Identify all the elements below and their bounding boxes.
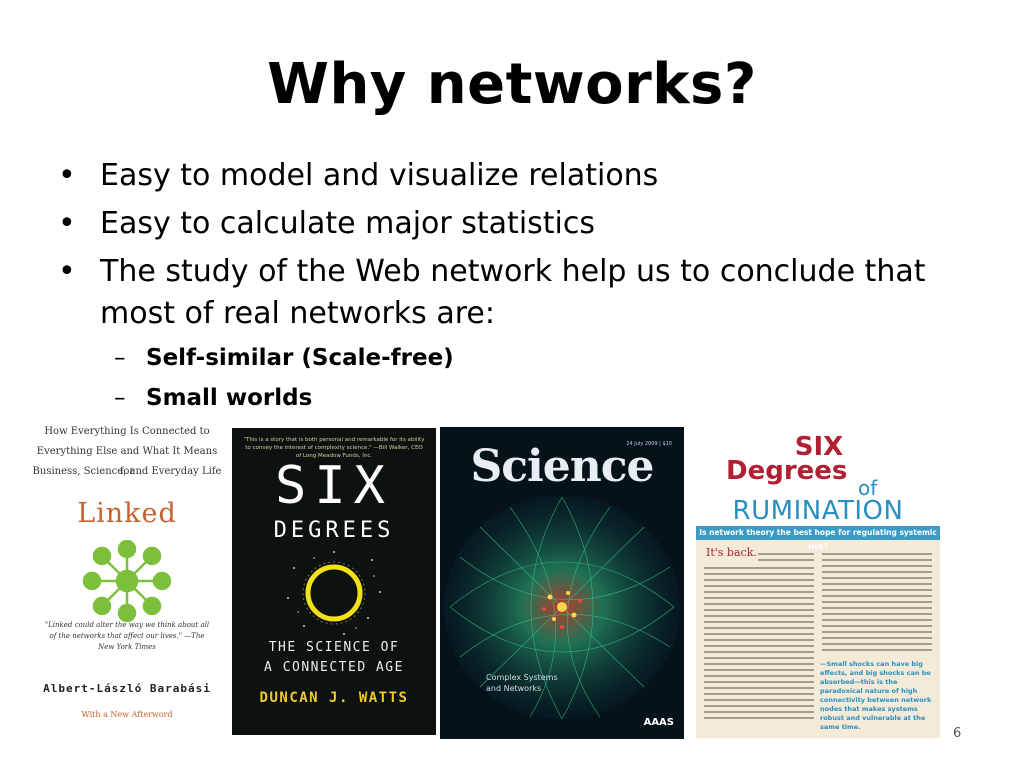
six-degrees-title: SIX [275,456,393,516]
rumination-lede: It's back. [706,546,757,559]
linked-tagline: Business, Science, and Everyday Life [32,466,222,477]
bullet-list: Easy to model and visualize relations Ea… [58,155,958,421]
linked-tagline: How Everything Is Connected to [44,426,210,437]
sub-bullet-item: Self-similar (Scale-free) [58,341,958,375]
linked-afterword: With a New Afterword [81,710,173,719]
six-degrees-blurb: "This is a story that is both personal a… [243,437,425,459]
six-degrees-author: DUNCAN J. WATTS [259,690,409,706]
linked-author: Albert-László Barabási [43,682,211,695]
linked-book-cover: How Everything Is Connected to Everythin… [32,420,222,738]
linked-quote: "Linked could alter the way we think abo… [44,621,210,651]
rumination-headline: RUMINATION [732,496,904,526]
ring-icon [287,551,381,635]
rumination-header: SIX Degrees of RUMINATION [696,430,940,526]
science-caption-line: and Networks [486,684,542,693]
six-degrees-subtitle-line: A CONNECTED AGE [264,660,404,675]
aaas-logo: AAAS [643,717,674,728]
six-degrees-title: DEGREES [273,518,395,543]
bullet-item: The study of the Web network help us to … [58,251,958,335]
linked-tagline: Everything Else and What It Means for [36,446,218,477]
slide-title: Why networks? [267,52,757,117]
science-caption: Complex Systems and Networks [486,672,558,694]
science-date: 24 July 2009 | $10 [626,441,672,447]
science-masthead: Science [470,441,654,492]
bullet-item: Easy to model and visualize relations [58,155,958,197]
article-text-lines [704,553,932,719]
linked-title: Linked [77,498,177,529]
rumination-article-page: SIX Degrees of RUMINATION Is network the… [696,430,940,738]
sub-bullet-item: Small worlds [58,381,958,415]
rumination-pullquote: —Small shocks can have big effects, and … [820,660,932,731]
network-node-icon [82,540,172,622]
science-caption-line: Complex Systems [486,673,558,682]
rumination-deck: Is network theory the best hope for regu… [696,526,940,551]
six-degrees-subtitle-line: THE SCIENCE OF [268,640,400,655]
six-degrees-subtitle: THE SCIENCE OF A CONNECTED AGE [232,638,436,678]
six-degrees-book-cover: "This is a story that is both personal a… [232,428,436,735]
bullet-item: Easy to calculate major statistics [58,203,958,245]
page-number: 6 [953,726,962,741]
science-magazine-cover: 24 July 2009 | $10 Science Complex Syste… [440,427,684,739]
rumination-headline: of [858,476,878,500]
rumination-headline: Degrees [726,456,848,486]
rumination-headline: SIX [794,432,844,462]
network-visualization-image [444,497,680,720]
